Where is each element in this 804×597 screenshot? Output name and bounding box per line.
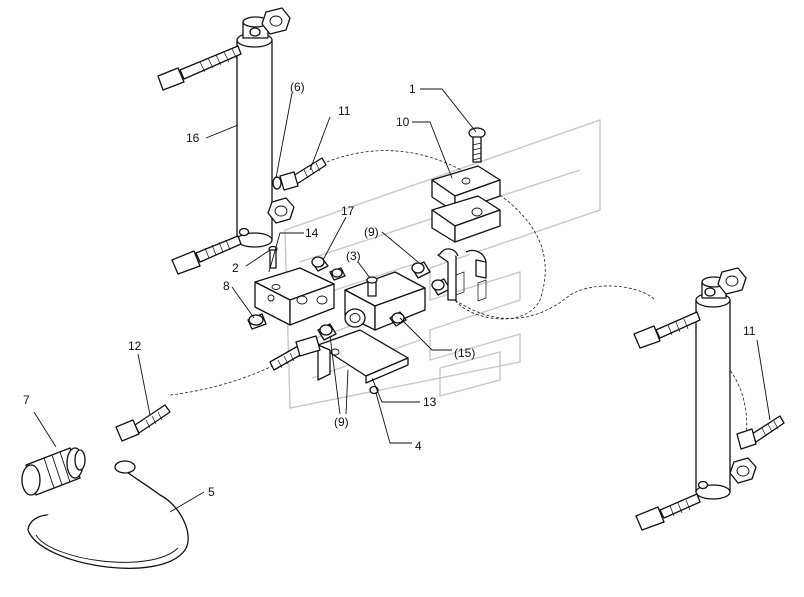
hydraulic-cylinder-left (236, 16, 273, 248)
callout-2: 2 (232, 261, 239, 275)
bolt-bottom-left (171, 235, 242, 275)
callout-11-left: 11 (338, 104, 351, 118)
bolt-top-right (633, 311, 701, 349)
hydraulic-cylinder-right (695, 276, 731, 500)
fittings-9-upper (411, 248, 487, 302)
nut-top (261, 7, 291, 35)
callout-5: 5 (208, 485, 215, 499)
washer-6 (272, 176, 282, 190)
valve-body-15 (344, 271, 426, 331)
callout-4: 4 (415, 439, 422, 453)
bolt-bottom-right (635, 493, 701, 531)
callout-8: 8 (223, 279, 230, 293)
callout-12: 12 (128, 339, 142, 353)
fitting-3 (329, 267, 346, 281)
bolt-11-right (736, 415, 785, 450)
nut-right-bottom (729, 457, 757, 484)
bolt-12 (115, 404, 171, 442)
fittings-9-lower (317, 323, 337, 341)
leader-lines (33, 88, 771, 513)
fitting-17 (311, 256, 329, 272)
callout-3: (3) (346, 249, 361, 263)
callout-13: 13 (423, 395, 437, 409)
bolt-center (269, 335, 321, 371)
quick-coupler-7 (21, 447, 86, 496)
callout-7: 7 (23, 393, 30, 407)
callout-9-upper: (9) (364, 225, 379, 239)
bolt-top-left (157, 45, 242, 91)
valve-block-14 (254, 267, 335, 326)
bracket-13 (317, 329, 409, 384)
clamp-block-10 (431, 165, 501, 243)
callout-1: 1 (409, 82, 416, 96)
callout-16: 16 (186, 131, 200, 145)
screw-1 (468, 127, 486, 163)
callout-10: 10 (396, 115, 410, 129)
callout-9-lower: (9) (334, 415, 349, 429)
dust-cap-5 (27, 460, 189, 569)
callout-15: (15) (454, 346, 475, 360)
callout-11-right: 11 (743, 324, 756, 338)
callout-6: (6) (290, 80, 305, 94)
watermark-logo (284, 119, 601, 409)
nut-right-top (717, 267, 747, 295)
bolt-11-left (279, 157, 327, 191)
callout-14: 14 (305, 226, 319, 240)
callout-labels: 16 (6) 11 1 10 17 14 (9) 2 (3) 8 (15) 12… (23, 80, 756, 499)
nut-bottom (267, 197, 295, 224)
fitting-8 (247, 313, 267, 330)
callout-17: 17 (341, 204, 355, 218)
